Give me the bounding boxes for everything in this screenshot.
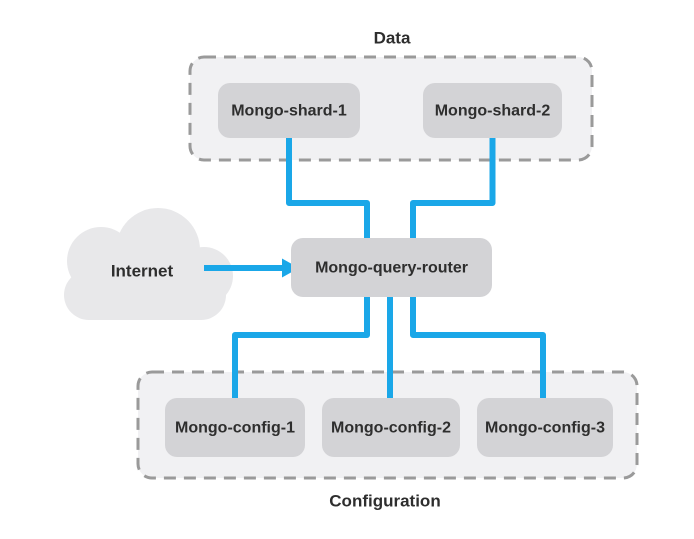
node-mongo-config-2-label: Mongo-config-2: [331, 420, 451, 437]
cloud-base: [64, 270, 226, 320]
internet-cloud-label: Internet: [111, 262, 174, 281]
node-mongo-shard-1-label: Mongo-shard-1: [231, 103, 347, 120]
node-mongo-config-2: [322, 398, 460, 457]
node-mongo-query-router-label: Mongo-query-router: [315, 260, 468, 277]
connector-shard2-to-router: [410, 135, 496, 240]
node-mongo-shard-2-label: Mongo-shard-2: [435, 103, 551, 120]
node-mongo-shard-1: [218, 83, 360, 138]
connector-router-to-config3: [410, 295, 546, 400]
configuration-group-label: Configuration: [329, 492, 440, 511]
node-mongo-shard-2: [423, 83, 562, 138]
node-mongo-config-1: [165, 398, 305, 457]
node-mongo-query-router: [291, 238, 492, 297]
internet-cloud: [64, 208, 233, 320]
node-mongo-config-3: [477, 398, 613, 457]
node-mongo-config-3-label: Mongo-config-3: [485, 420, 605, 437]
arrow-head: [282, 258, 299, 278]
connector-router-to-config1: [232, 295, 370, 400]
arrow-internet-to-router: [204, 258, 299, 278]
node-mongo-config-1-label: Mongo-config-1: [175, 420, 295, 437]
data-group-label: Data: [374, 29, 411, 48]
connector-shard1-to-router: [286, 135, 370, 240]
